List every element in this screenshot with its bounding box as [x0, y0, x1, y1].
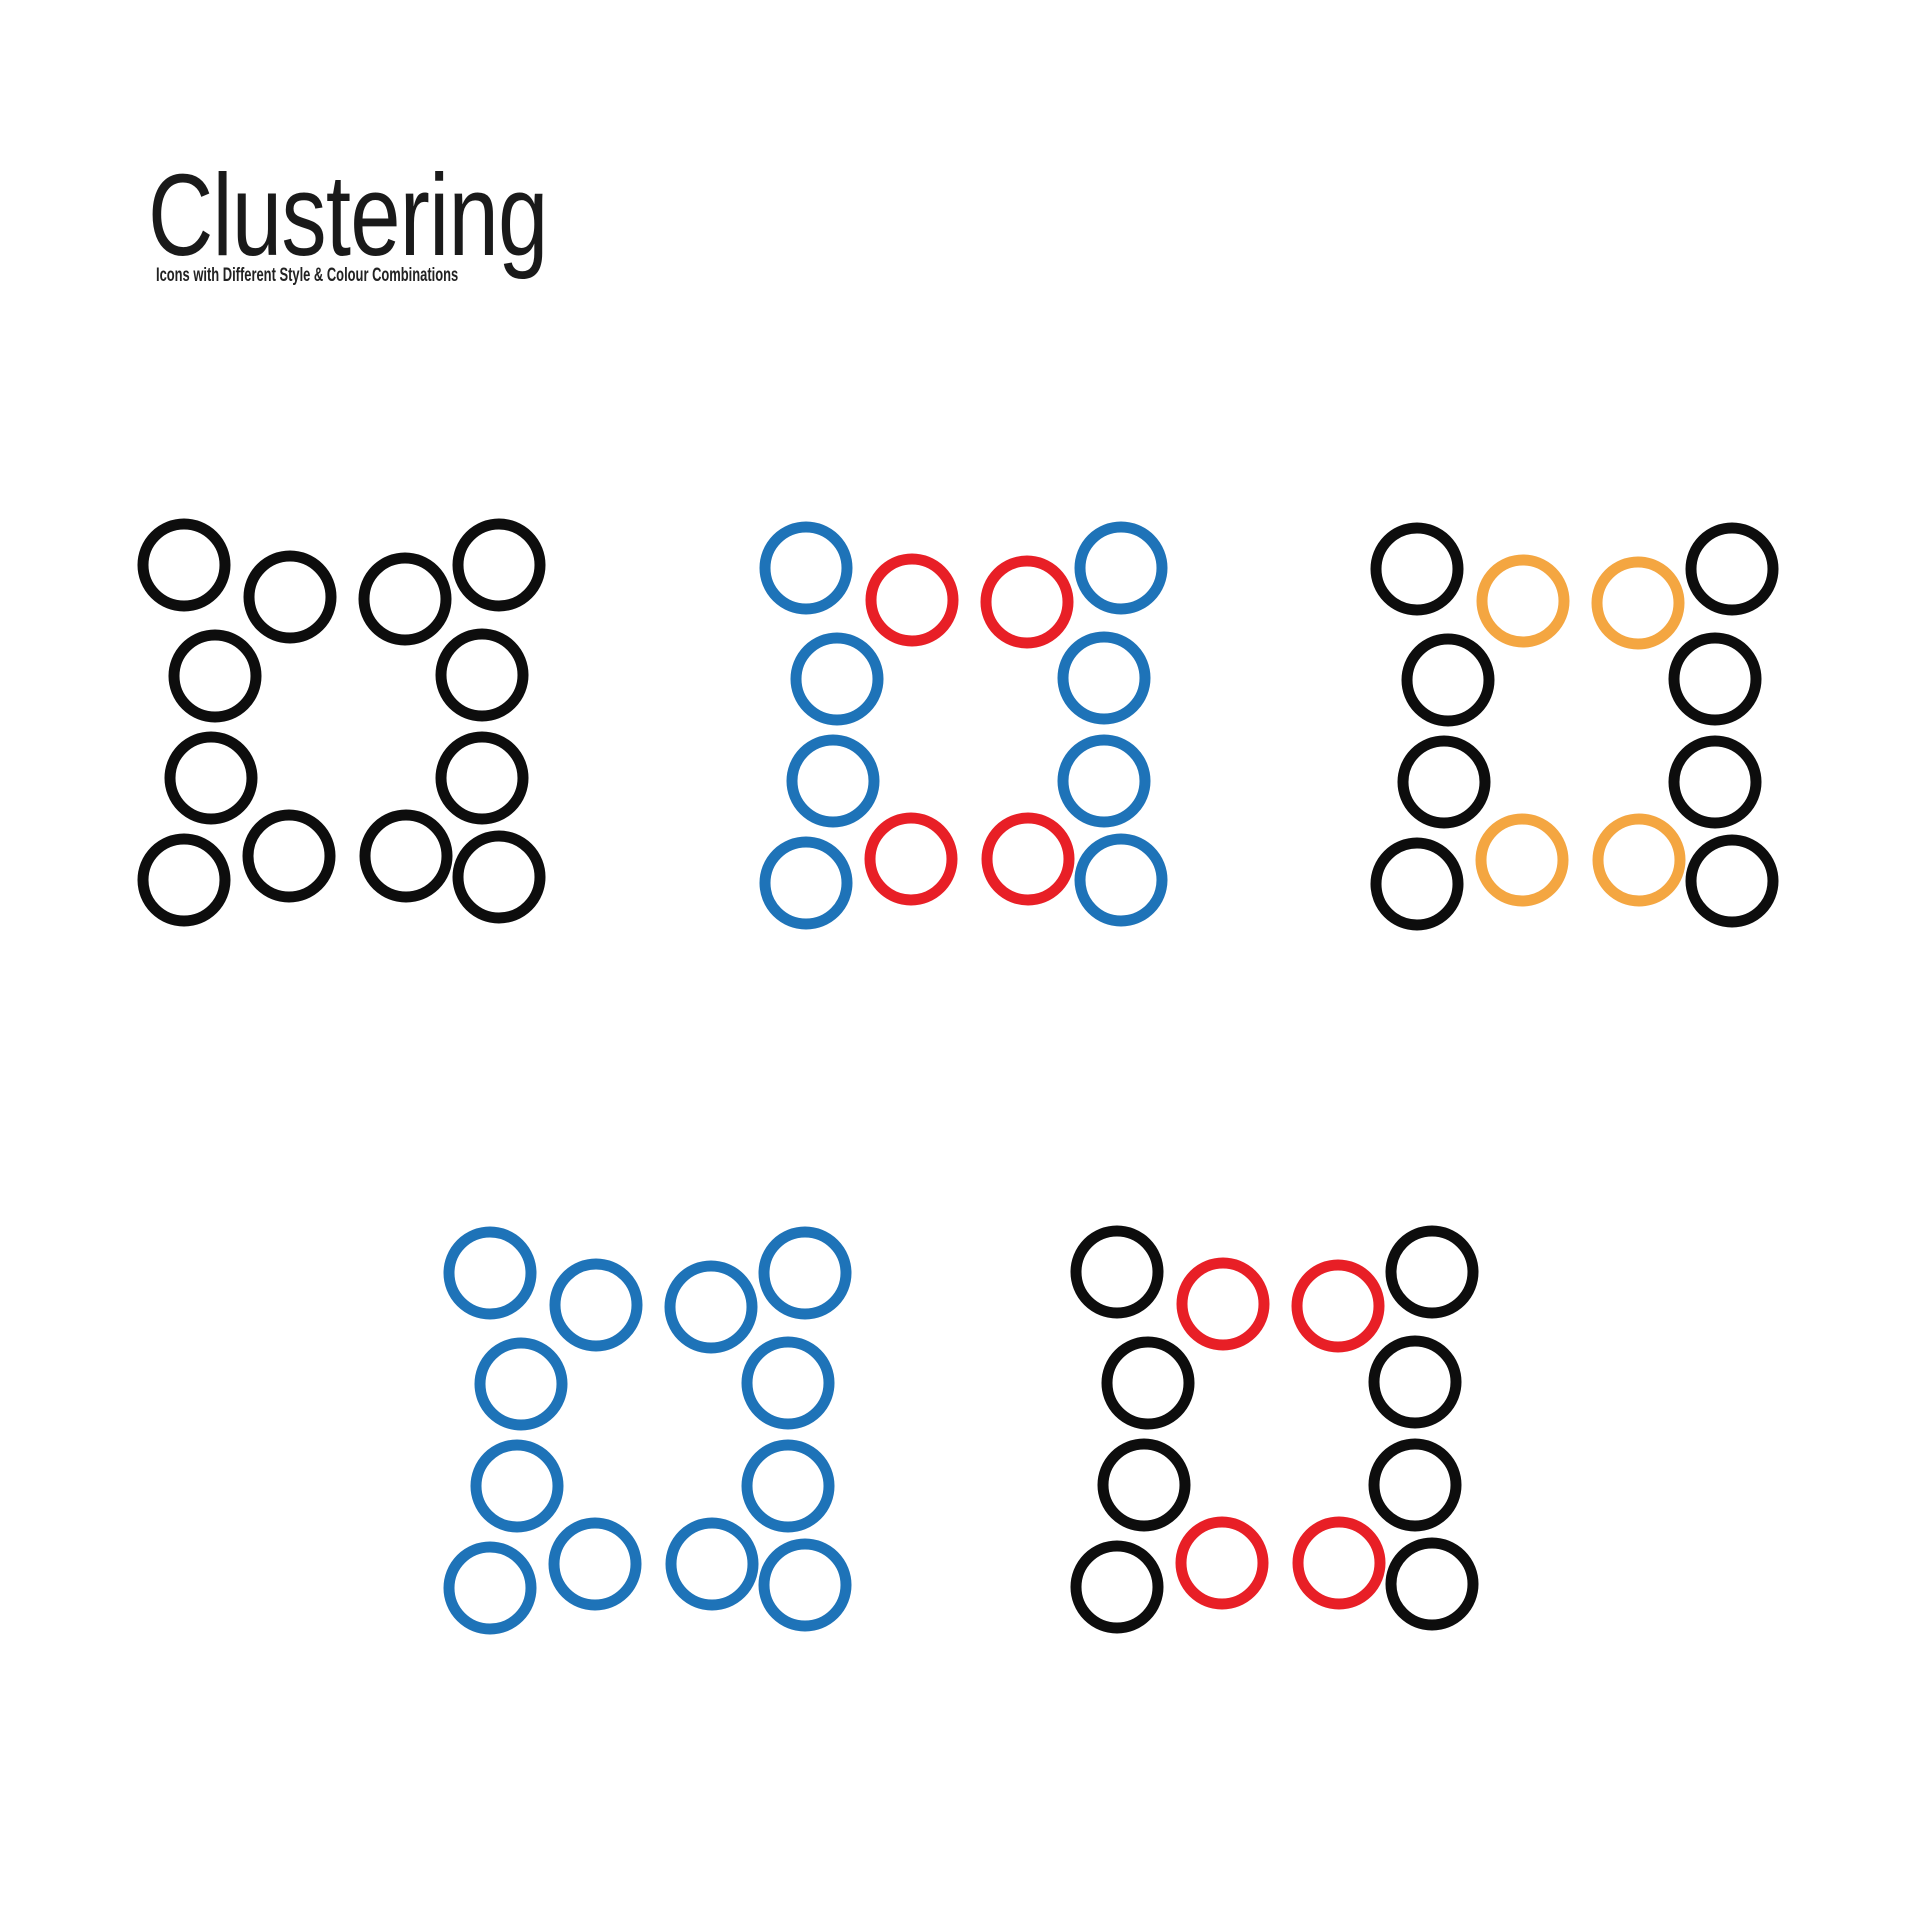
- cluster-circle-outer: [759, 836, 853, 930]
- cluster-circle-outer: [443, 1541, 537, 1635]
- cluster-circle-outer: [1685, 834, 1779, 928]
- cluster-circle-inner: [664, 1260, 758, 1354]
- cluster-circle-outer: [1070, 1225, 1164, 1319]
- cluster-circle-outer: [1685, 522, 1779, 616]
- cluster-circle-outer: [470, 1439, 564, 1533]
- cluster-circle-outer: [452, 830, 546, 924]
- cluster-circle-outer: [164, 731, 258, 825]
- cluster-circle-outer: [137, 833, 231, 927]
- cluster-circle-inner: [1592, 813, 1686, 907]
- cluster-circle-inner: [1475, 813, 1569, 907]
- cluster-circle-outer: [137, 518, 231, 612]
- cluster-circle-outer: [741, 1336, 835, 1430]
- cluster-circle-outer: [1397, 735, 1491, 829]
- cluster-circle-outer: [1070, 1540, 1164, 1634]
- clustering-icon-black: [137, 518, 546, 927]
- cluster-circle-outer: [1368, 1438, 1462, 1532]
- cluster-circle-inner: [548, 1517, 642, 1611]
- cluster-circle-outer: [474, 1337, 568, 1431]
- cluster-circle-outer: [1368, 1335, 1462, 1429]
- clustering-icon-blue: [443, 1226, 852, 1635]
- cluster-circle-outer: [1074, 833, 1168, 927]
- cluster-circle-inner: [549, 1258, 643, 1352]
- cluster-circle-inner: [358, 552, 452, 646]
- cluster-circle-outer: [1668, 735, 1762, 829]
- page-title: Clustering: [148, 150, 548, 280]
- cluster-circle-inner: [1591, 556, 1685, 650]
- clustering-icon-blue-red: [759, 521, 1168, 930]
- cluster-circle-outer: [1097, 1438, 1191, 1532]
- cluster-circle-outer: [435, 731, 529, 825]
- cluster-circle-outer: [1401, 633, 1495, 727]
- cluster-circle-inner: [980, 555, 1074, 649]
- cluster-circle-outer: [1057, 734, 1151, 828]
- cluster-circle-inner: [1176, 1257, 1270, 1351]
- cluster-circle-outer: [1370, 522, 1464, 616]
- cluster-circle-outer: [1385, 1225, 1479, 1319]
- cluster-circle-inner: [1291, 1259, 1385, 1353]
- cluster-circle-outer: [1074, 521, 1168, 615]
- cluster-circle-outer: [168, 629, 262, 723]
- cluster-circle-inner: [665, 1517, 759, 1611]
- cluster-circle-outer: [1385, 1537, 1479, 1631]
- cluster-circle-outer: [443, 1226, 537, 1320]
- cluster-circle-inner: [1476, 554, 1570, 648]
- cluster-circle-outer: [452, 518, 546, 612]
- cluster-circle-inner: [242, 809, 336, 903]
- cluster-circle-inner: [243, 550, 337, 644]
- cluster-circle-outer: [1057, 631, 1151, 725]
- clustering-icon-black-red: [1070, 1225, 1479, 1634]
- cluster-circle-outer: [1668, 632, 1762, 726]
- cluster-circle-outer: [1101, 1336, 1195, 1430]
- cluster-circle-inner: [1175, 1516, 1269, 1610]
- cluster-circle-outer: [790, 632, 884, 726]
- cluster-circle-inner: [1292, 1516, 1386, 1610]
- cluster-circle-outer: [741, 1439, 835, 1533]
- cluster-circle-inner: [864, 812, 958, 906]
- clustering-icon-black-orange: [1370, 522, 1779, 931]
- cluster-circle-outer: [786, 734, 880, 828]
- cluster-circle-outer: [759, 521, 853, 615]
- cluster-circle-outer: [758, 1226, 852, 1320]
- page-subtitle: Icons with Different Style & Colour Comb…: [156, 265, 459, 286]
- cluster-circle-outer: [435, 628, 529, 722]
- cluster-circle-outer: [758, 1538, 852, 1632]
- cluster-circle-inner: [981, 812, 1075, 906]
- cluster-circle-inner: [359, 809, 453, 903]
- cluster-circle-inner: [865, 553, 959, 647]
- cluster-circle-outer: [1370, 837, 1464, 931]
